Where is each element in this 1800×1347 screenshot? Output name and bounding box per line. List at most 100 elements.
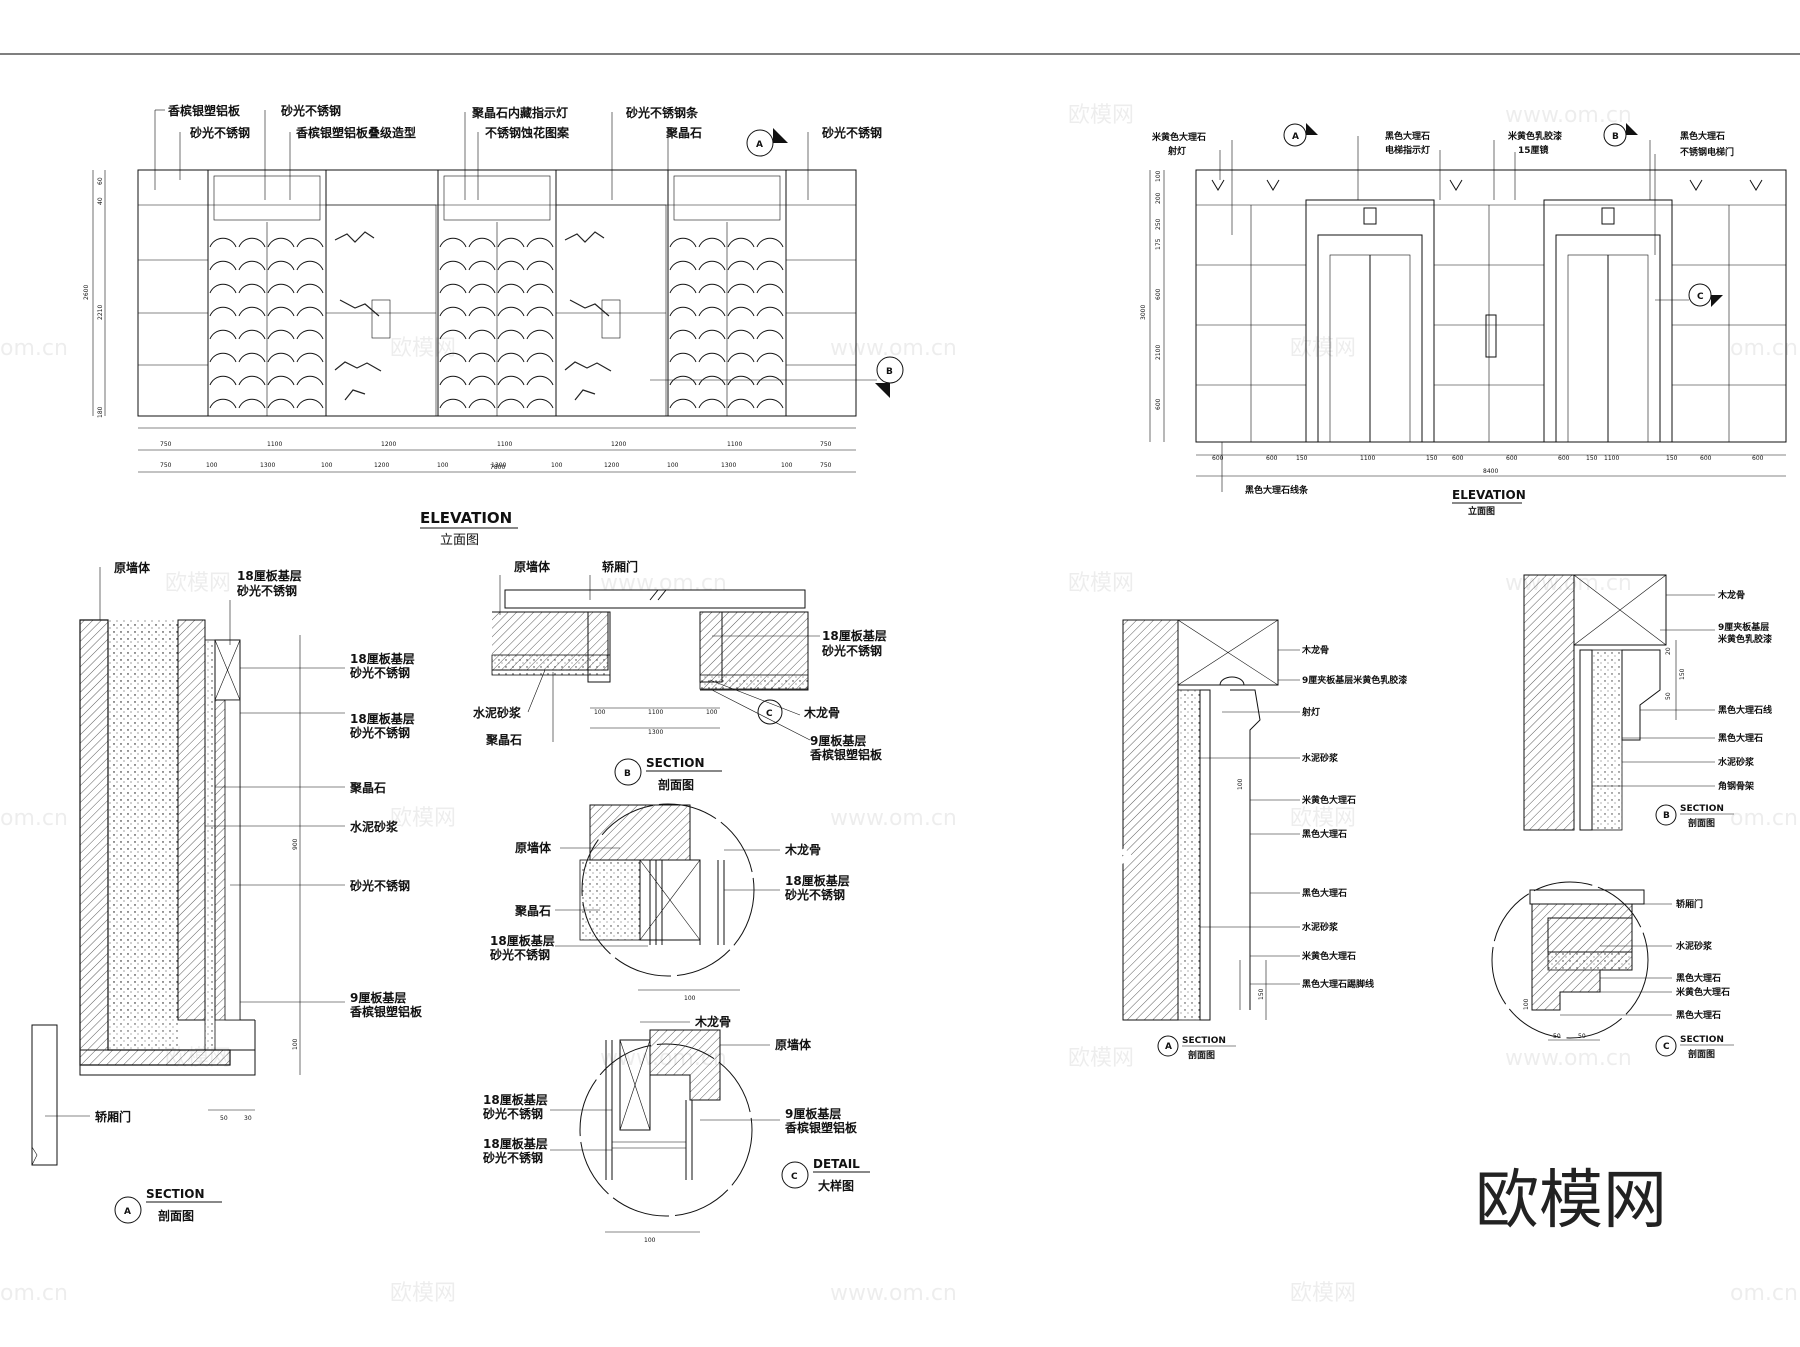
- dim-right-label: 1100: [1604, 455, 1619, 462]
- fan-arc: [497, 306, 525, 317]
- dim-right-label: 150: [1426, 455, 1438, 462]
- fan-arc: [669, 352, 697, 363]
- fan-arc: [756, 306, 784, 317]
- dim-row2-label: 750: [820, 462, 832, 469]
- wm-brand-10: 欧模网: [390, 1281, 456, 1306]
- secB-label-2: 轿厢门: [602, 559, 638, 574]
- fan-arc: [296, 398, 324, 409]
- secRA-marker: A: [1165, 1042, 1172, 1052]
- fan-arc: [209, 237, 237, 248]
- detC-marker: C: [791, 1172, 798, 1182]
- fan-arc: [468, 352, 496, 363]
- fan-arc: [756, 352, 784, 363]
- fan-arc: [497, 352, 525, 363]
- label-l4: 香槟银塑铝板叠级造型: [295, 125, 416, 140]
- wm-domain-9: om.cn: [1730, 806, 1798, 831]
- secRC-marker-circle: [1655, 1035, 1677, 1057]
- fan-arc: [497, 237, 525, 248]
- secRA-label-10: 黑色大理石踢脚线: [1302, 978, 1374, 990]
- detC-label-1: 原墙体: [515, 840, 552, 855]
- dim-row2-label: 1300: [721, 462, 736, 469]
- fan-bay-header: [443, 175, 551, 221]
- fan-arc: [267, 237, 295, 248]
- dim-row2-label: 100: [667, 462, 679, 469]
- secB-label-5: 18厘板基层: [822, 628, 887, 643]
- dim-row2-label: 1300: [260, 462, 275, 469]
- fan-arc: [468, 375, 496, 386]
- secRB-label-3: 米黄色乳胶漆: [1717, 633, 1772, 645]
- dim-right-label: 600: [1452, 455, 1464, 462]
- fan-arc: [209, 306, 237, 317]
- fan-arc: [526, 352, 554, 363]
- fan-arc: [698, 237, 726, 248]
- secB-dim-1300: 1300: [648, 729, 663, 736]
- dim-row1-label: 1100: [267, 441, 282, 448]
- fan-arc: [727, 352, 755, 363]
- wm-domain-5: www.om.cn: [600, 571, 727, 596]
- dim-right-label: 1100: [1360, 455, 1375, 462]
- dim-right-label: 600: [1212, 455, 1224, 462]
- wm-domain-2: om.cn: [0, 336, 68, 361]
- fan-arc: [727, 283, 755, 294]
- dim-right-label: 600: [1506, 455, 1518, 462]
- wm-brand-2: 欧模网: [390, 336, 456, 361]
- secRA-dim-100: 100: [1237, 778, 1244, 790]
- detC-dim-100a: 100: [684, 995, 696, 1002]
- secRC-label-1: 轿厢门: [1676, 898, 1703, 910]
- detC-marker-circle: [781, 1161, 809, 1189]
- svg-text:A: A: [756, 140, 763, 150]
- secRC-title-en: SECTION: [1680, 1035, 1724, 1045]
- fan-arc: [439, 260, 467, 271]
- secB-callout-c-circle: [757, 699, 783, 725]
- fan-arc: [756, 283, 784, 294]
- dim-row2-label: 750: [160, 462, 172, 469]
- secB-label-3: 水泥砂浆: [473, 705, 522, 720]
- dim-v-250: 250: [1155, 218, 1162, 230]
- fan-arc: [698, 329, 726, 340]
- fan-bay-header: [673, 175, 781, 221]
- dim-v-2210: 2210: [97, 305, 104, 320]
- detC-label-4: 18厘板基层: [490, 933, 555, 948]
- dim-row2-label: 100: [206, 462, 218, 469]
- label-r6: 15厘镜: [1518, 144, 1549, 156]
- callout-b-marker: B: [650, 356, 904, 398]
- secRA-label-7: 黑色大理石: [1302, 887, 1347, 899]
- fan-arc: [497, 398, 525, 409]
- fan-arc: [238, 306, 266, 317]
- dim-v-180: 180: [97, 406, 104, 418]
- secRB-label-4: 黑色大理石线: [1718, 704, 1772, 716]
- fan-arc: [526, 237, 554, 248]
- dim-v-600c: 600: [1155, 398, 1162, 410]
- label-l8: 聚晶石: [665, 125, 702, 140]
- dim-row2-label: 1200: [374, 462, 389, 469]
- fan-arc: [698, 260, 726, 271]
- dim-row2-label: 100: [551, 462, 563, 469]
- section-b: 100 1100 100 1300 原墙体 轿厢门 水泥砂浆 聚晶石 18厘板基…: [473, 559, 887, 792]
- fan-arc: [526, 306, 554, 317]
- wm-brand-large: 欧模网: [1475, 1164, 1667, 1238]
- fan-arc: [526, 398, 554, 409]
- secB-callout-c: C: [766, 709, 773, 719]
- fan-arc: [669, 375, 697, 386]
- secB-label-9: 香槟银塑铝板: [809, 747, 883, 762]
- svg-text:B: B: [1612, 132, 1619, 142]
- secA-label-12: 香槟银塑铝板: [349, 1004, 423, 1019]
- fan-arc: [439, 398, 467, 409]
- fan-arc: [468, 260, 496, 271]
- fan-arc: [526, 375, 554, 386]
- fan-arc: [267, 398, 295, 409]
- secRA-label-1: 木龙骨: [1301, 644, 1329, 656]
- secA-dim-100: 100: [292, 1038, 299, 1050]
- detC-label-5: 砂光不锈钢: [489, 947, 550, 962]
- fan-arc: [296, 352, 324, 363]
- fan-arc: [468, 283, 496, 294]
- secRA-label-9: 米黄色大理石: [1301, 950, 1356, 962]
- fan-arc: [296, 329, 324, 340]
- fan-arc: [267, 306, 295, 317]
- dim-row1-label: 1100: [497, 441, 512, 448]
- wm-brand-6: 欧模网: [390, 806, 456, 831]
- wm-domain-8: www.om.cn: [830, 806, 957, 831]
- secA-label-13: 轿厢门: [95, 1109, 131, 1124]
